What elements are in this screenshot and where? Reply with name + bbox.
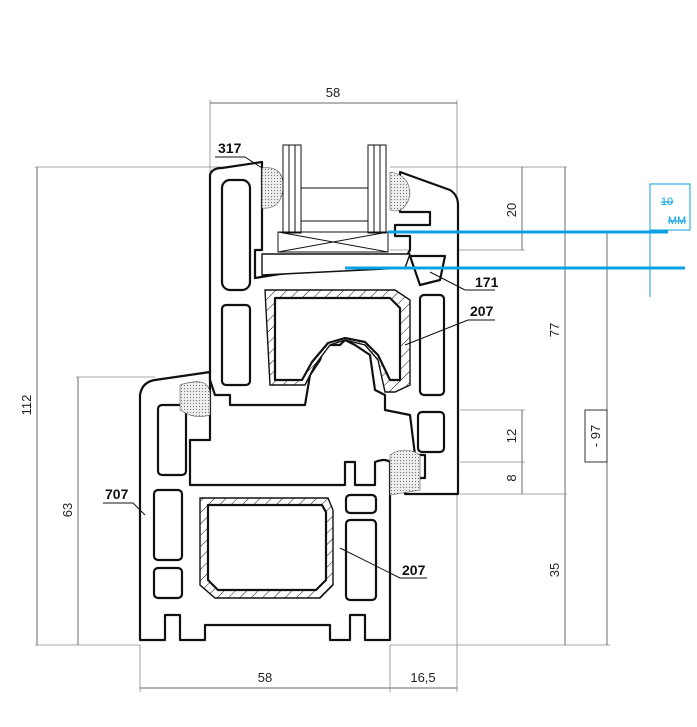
frame-profile xyxy=(138,370,392,642)
blue-annotation: 10 MM xyxy=(345,183,691,297)
leader-lines xyxy=(103,156,495,579)
label-frame-707: 707 xyxy=(105,486,129,502)
label-steel-207-upper: 207 xyxy=(470,303,494,319)
dim-ref-97: - 97 xyxy=(588,425,603,447)
dim-top-width: 58 xyxy=(326,85,340,100)
dim-lower-height: 63 xyxy=(60,503,75,517)
dim-total-height: 112 xyxy=(19,395,34,416)
glazing-unit xyxy=(261,144,447,287)
blue-box-value: 10 xyxy=(661,196,673,208)
dim-bottom-width: 58 xyxy=(258,670,272,685)
dim-bottom-offset: 16,5 xyxy=(410,670,435,685)
dim-glass-rebate: 20 xyxy=(504,203,519,217)
dim-sash-height: 77 xyxy=(547,323,562,337)
label-bead-171: 171 xyxy=(475,274,499,290)
label-steel-207-lower: 207 xyxy=(402,562,426,578)
dim-gap-8: 8 xyxy=(504,474,519,481)
blue-box-unit: MM xyxy=(668,215,686,227)
glazing-bead xyxy=(408,254,447,287)
label-gasket-317: 317 xyxy=(218,140,242,156)
sash-profile xyxy=(208,160,460,496)
dim-gap-12: 12 xyxy=(504,429,519,443)
dim-lower-35: 35 xyxy=(547,563,562,577)
